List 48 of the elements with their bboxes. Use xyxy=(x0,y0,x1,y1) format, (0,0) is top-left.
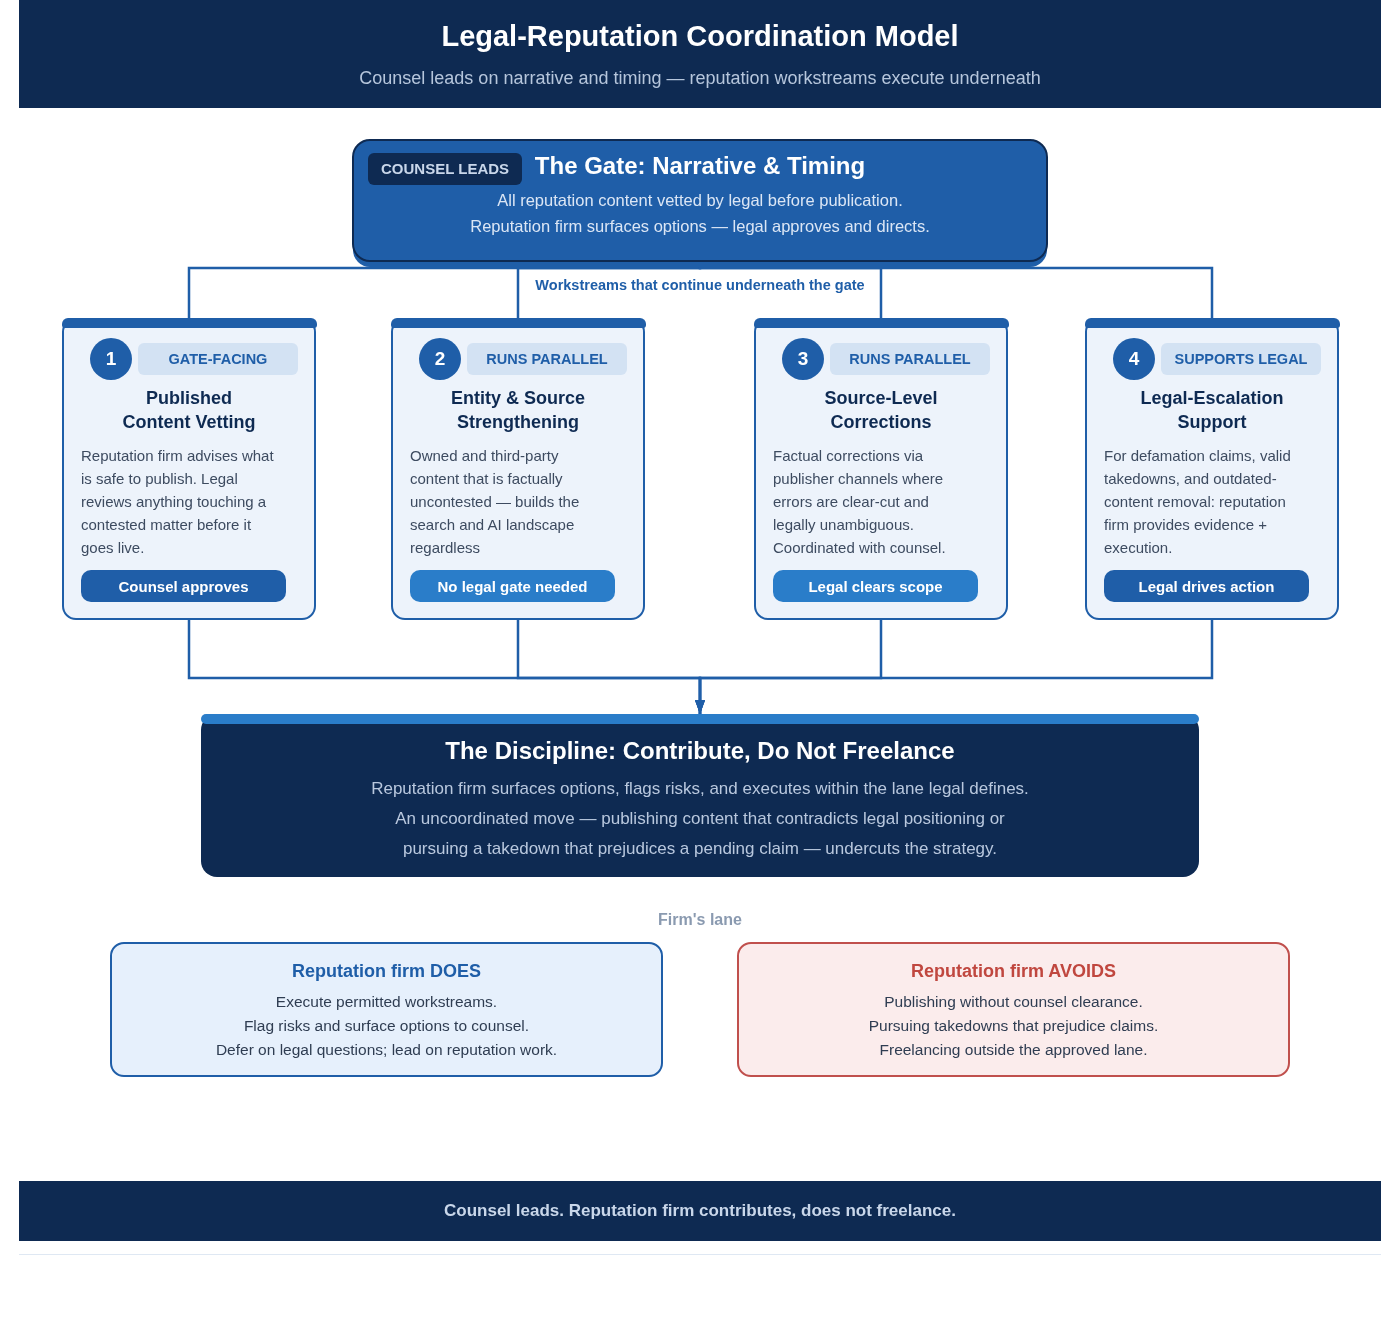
outcome-pill: Counsel approves xyxy=(81,570,286,602)
card-title: Source-Level Corrections xyxy=(823,387,939,434)
card-description: For defamation claims, valid takedowns, and outdated-content removal: reputation firm provides evidence + execution. xyxy=(1104,446,1292,558)
list-item: Execute permitted workstreams. xyxy=(275,992,498,1012)
panel-text: Reputation firm surfaces options — legal approves and directs. xyxy=(470,216,930,237)
card-title: Published Content Vetting xyxy=(121,387,257,434)
panel-text: An uncoordinated move — publishing content that contradicts legal positioning or pursuing a takedown that prejudices a pending claim — undercuts the strategy. xyxy=(394,808,1006,860)
panel-title: Reputation firm DOES xyxy=(292,960,481,983)
section-label: Workstreams that continue underneath the gate xyxy=(535,276,865,295)
outcome-pill: No legal gate needed xyxy=(410,570,615,602)
footer-tagline: Counsel leads. Reputation firm contributes, does not freelance. xyxy=(444,1201,956,1221)
outcome-pill: Legal drives action xyxy=(1104,570,1309,602)
status-tag: SUPPORTS LEGAL xyxy=(1161,343,1321,375)
status-tag: GATE-FACING xyxy=(138,343,298,375)
panel-title: Reputation firm AVOIDS xyxy=(911,960,1116,983)
card-title: Legal-Escalation Support xyxy=(1139,387,1285,434)
section-label: Firm's lane xyxy=(658,910,742,930)
list-item: Flag risks and surface options to counsel. xyxy=(243,1016,530,1036)
workstream-card xyxy=(62,318,316,620)
step-number-circle: 4 xyxy=(1113,338,1155,380)
page-subtitle: Counsel leads on narrative and timing — reputation workstreams execute underneath xyxy=(359,67,1041,90)
status-tag: RUNS PARALLEL xyxy=(467,343,627,375)
workstream-card xyxy=(1085,318,1339,620)
arrow xyxy=(695,620,1214,714)
panel-title: The Gate: Narrative & Timing xyxy=(534,151,866,181)
card-description: Owned and third-party content that is factually uncontested — builds the search and AI landscape regardless xyxy=(410,446,581,558)
does-panel xyxy=(110,942,663,1077)
role-tag: COUNSEL LEADS xyxy=(368,153,523,185)
list-item: Pursuing takedowns that prejudice claims. xyxy=(868,1016,1159,1036)
list-item: Defer on legal questions; lead on reputation work. xyxy=(215,1040,558,1060)
list-item: Publishing without counsel clearance. xyxy=(884,992,1143,1012)
avoids-panel xyxy=(737,942,1290,1077)
discipline-panel xyxy=(201,714,1199,877)
outcome-pill: Legal clears scope xyxy=(773,570,978,602)
page-title: Legal-Reputation Coordination Model xyxy=(441,19,959,54)
card-description: Reputation firm advises what is safe to publish. Legal reviews anything touching a contested matter before it goes live. xyxy=(81,446,275,558)
step-number-circle: 1 xyxy=(90,338,132,380)
status-tag: RUNS PARALLEL xyxy=(830,343,990,375)
card-title: Entity & Source Strengthening xyxy=(450,387,586,434)
workstream-card xyxy=(754,318,1008,620)
workstream-card xyxy=(391,318,645,620)
panel-text: All reputation content vetted by legal before publication. xyxy=(497,190,903,211)
step-number-circle: 3 xyxy=(782,338,824,380)
list-item: Freelancing outside the approved lane. xyxy=(879,1040,1148,1060)
panel-text: Reputation firm surfaces options, flags risks, and executes within the lane legal defines. xyxy=(371,778,1029,800)
card-description: Factual corrections via publisher channels where errors are clear-cut and legally unambiguous. Coordinated with counsel. xyxy=(773,446,947,558)
panel-title: The Discipline: Contribute, Do Not Freelance xyxy=(445,736,955,766)
step-number-circle: 2 xyxy=(419,338,461,380)
